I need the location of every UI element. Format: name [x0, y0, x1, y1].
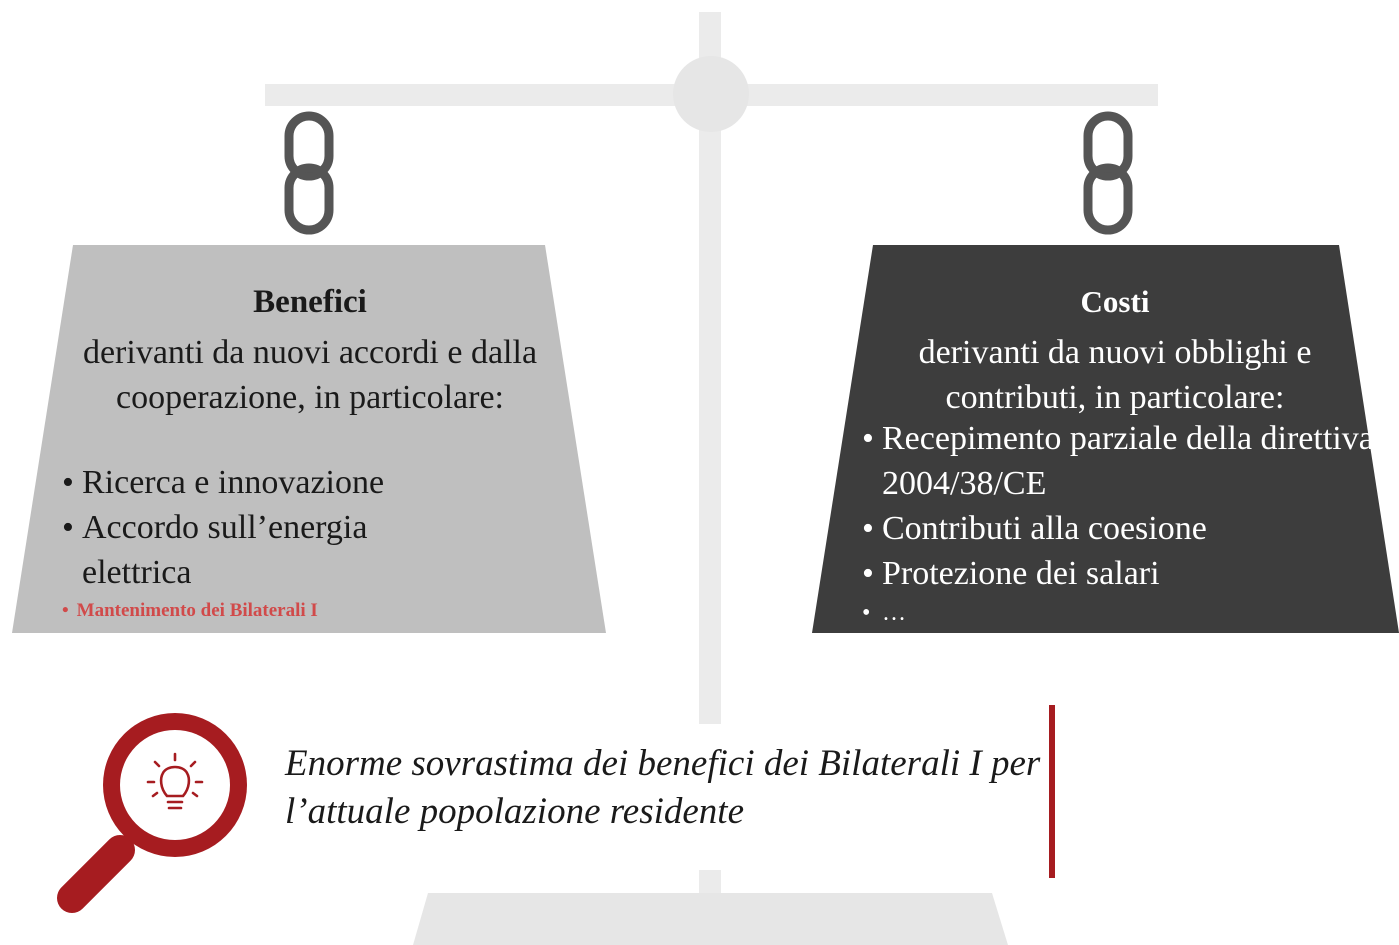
- costs-weight: [812, 245, 1399, 633]
- benefits-title: Benefici: [253, 284, 367, 320]
- scale-base: [413, 893, 1008, 945]
- scale-pivot: [673, 56, 749, 132]
- costs-description: derivanti da nuovi obblighi e contributi…: [918, 334, 1312, 416]
- list-item: •Ricerca e innovazione: [62, 464, 385, 501]
- costs-list: •Recepimento parziale della direttiva 20…: [862, 416, 1382, 630]
- list-item: •Accordo sull’energia elettrica: [62, 509, 368, 591]
- chain-right-icon: [1083, 111, 1133, 235]
- list-item: •…: [862, 600, 906, 626]
- list-item: •Recepimento parziale della direttiva 20…: [862, 420, 1374, 502]
- chain-left-icon: [284, 111, 334, 235]
- costs-title: Costi: [1080, 284, 1150, 319]
- list-item: •Contributi alla coesione: [862, 510, 1207, 547]
- scale-pole-lower: [699, 870, 721, 900]
- benefits-weight: [12, 245, 606, 633]
- scale-pole: [699, 12, 721, 724]
- insight-text: Enorme sovrastima dei benefici dei Bilat…: [285, 743, 1041, 832]
- list-item: •Protezione dei salari: [862, 555, 1160, 592]
- insight-divider: [1049, 705, 1055, 878]
- benefits-list: •Ricerca e innovazione •Accordo sull’ene…: [62, 460, 482, 595]
- benefits-description: derivanti da nuovi accordi e dalla coope…: [82, 334, 538, 416]
- benefits-highlight: •Mantenimento dei Bilaterali I: [62, 600, 318, 621]
- lightbulb-magnifier-icon: [57, 713, 247, 913]
